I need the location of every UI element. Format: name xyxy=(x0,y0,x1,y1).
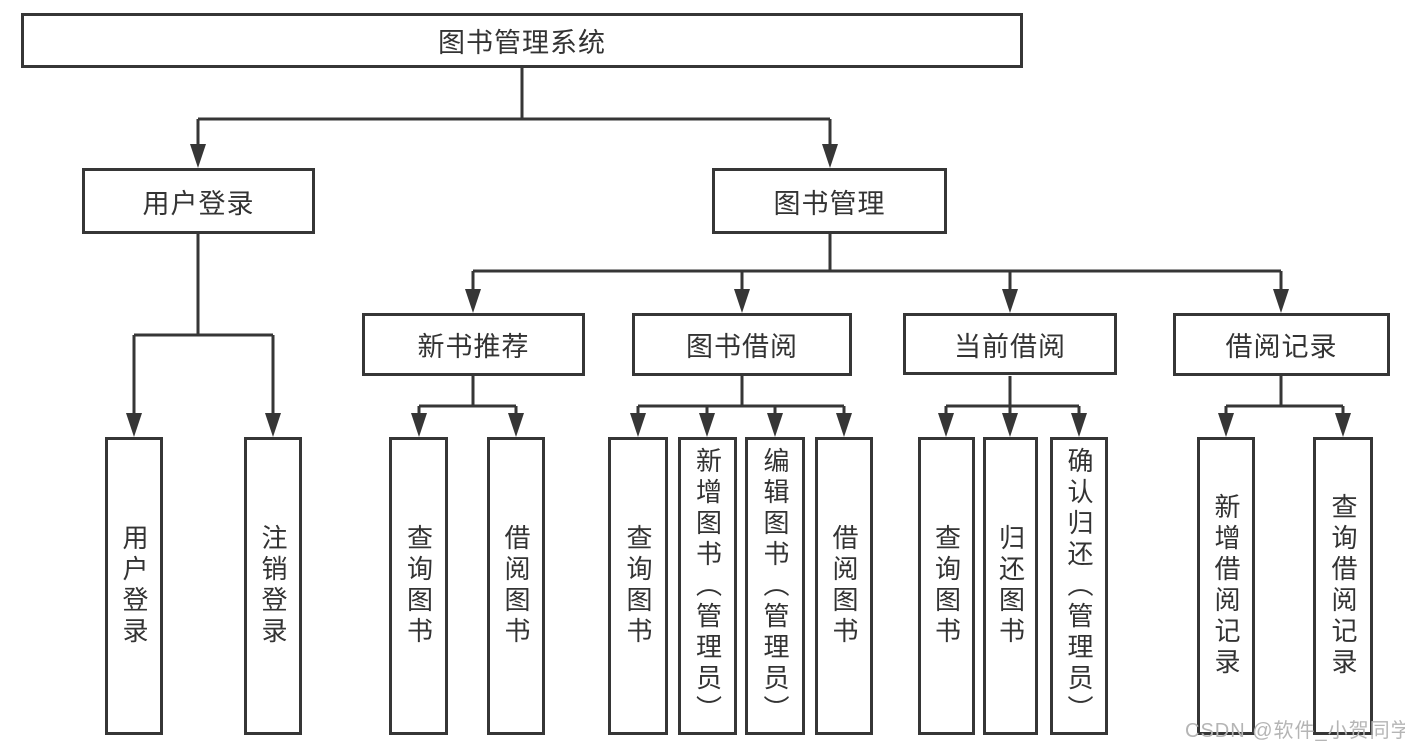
leaf-current-return-books-label: 归还图书 xyxy=(995,524,1026,648)
leaf-user-login: 用户登录 xyxy=(105,437,163,735)
leaf-logout-label: 注销登录 xyxy=(258,524,288,648)
tree-edges xyxy=(132,68,1345,419)
node-new-book-recommendation: 新书推荐 xyxy=(362,313,585,376)
leaf-borrow-add-books-admin-label: 新增图书（管理员） xyxy=(692,446,723,726)
leaf-recommend-query-books-label: 查询图书 xyxy=(403,524,434,648)
leaf-current-confirm-return-admin: 确认归还（管理员） xyxy=(1050,437,1108,735)
node-book-management-label: 图书管理 xyxy=(773,188,886,219)
leaf-current-confirm-return-admin-label: 确认归还（管理员） xyxy=(1064,446,1094,726)
leaf-user-login-label: 用户登录 xyxy=(119,524,149,648)
node-new-book-recommendation-label: 新书推荐 xyxy=(417,332,530,362)
leaf-borrow-borrow-books: 借阅图书 xyxy=(815,437,873,735)
node-user-login: 用户登录 xyxy=(82,168,315,234)
leaf-current-query-books-label: 查询图书 xyxy=(931,524,962,648)
leaf-borrow-query-books: 查询图书 xyxy=(608,437,668,735)
leaf-borrow-edit-books-admin-label: 编辑图书（管理员） xyxy=(760,446,790,726)
node-book-borrowing-label: 图书借阅 xyxy=(686,332,798,362)
node-current-borrowing: 当前借阅 xyxy=(903,313,1117,375)
leaf-recommend-borrow-books: 借阅图书 xyxy=(487,437,545,735)
leaf-current-query-books: 查询图书 xyxy=(918,437,975,735)
leaf-borrow-edit-books-admin: 编辑图书（管理员） xyxy=(745,437,805,735)
leaf-logout: 注销登录 xyxy=(244,437,302,735)
node-library-management-system: 图书管理系统 xyxy=(21,13,1023,68)
leaf-records-add-borrow-record-label: 新增借阅记录 xyxy=(1211,493,1241,679)
leaf-borrow-add-books-admin: 新增图书（管理员） xyxy=(678,437,737,735)
node-book-management: 图书管理 xyxy=(712,168,947,234)
node-book-borrowing: 图书借阅 xyxy=(632,313,852,376)
leaf-records-add-borrow-record: 新增借阅记录 xyxy=(1197,437,1255,735)
leaf-borrow-query-books-label: 查询图书 xyxy=(623,524,653,648)
leaf-recommend-borrow-books-label: 借阅图书 xyxy=(501,524,531,648)
node-current-borrowing-label: 当前借阅 xyxy=(954,331,1066,362)
arrowhead-icons xyxy=(126,144,1351,437)
node-borrowing-records: 借阅记录 xyxy=(1173,313,1390,376)
leaf-borrow-borrow-books-label: 借阅图书 xyxy=(829,524,859,648)
csdn-watermark: CSDN @软件_小贺同学 xyxy=(1185,720,1405,742)
node-borrowing-records-label: 借阅记录 xyxy=(1225,332,1338,362)
leaf-current-return-books: 归还图书 xyxy=(983,437,1038,735)
leaf-recommend-query-books: 查询图书 xyxy=(389,437,448,735)
leaf-records-query-borrow-record-label: 查询借阅记录 xyxy=(1328,493,1358,679)
leaf-records-query-borrow-record: 查询借阅记录 xyxy=(1313,437,1373,735)
node-library-management-system-label: 图书管理系统 xyxy=(438,28,606,58)
node-user-login-label: 用户登录 xyxy=(142,188,255,219)
